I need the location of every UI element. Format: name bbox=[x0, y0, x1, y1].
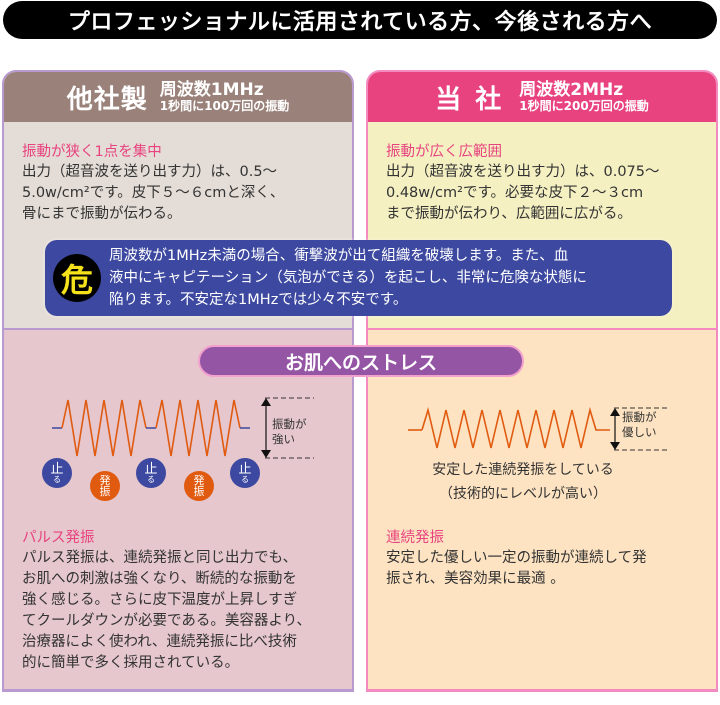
skin-stress-title: お肌へのストレス bbox=[284, 351, 437, 374]
strong-amplitude-label: 振動が 強い bbox=[272, 417, 307, 446]
danger-text: 周波数が1MHz未満の場合、衝撃波が出て組織を破壊します。また、血 液中にキャピ… bbox=[109, 248, 587, 308]
mode-line: パルス発振は、連続発振と同じ出力でも、 bbox=[22, 550, 298, 566]
feature-line: 5.0w/cm²です。皮下５～６cmと深く、 bbox=[22, 185, 285, 201]
continuous-mode-title: 連続発振 bbox=[386, 530, 444, 546]
competitor-feature-body: 出力（超音波を送り出す力）は、0.5～ 5.0w/cm²です。皮下５～６cmと深… bbox=[22, 162, 342, 225]
feature-line: まで振動が伝わり、広範囲に広がる。 bbox=[386, 206, 632, 222]
mode-line: お肌への刺激は強くなり、断続的な振動を bbox=[22, 571, 297, 587]
our-feature-body: 出力（超音波を送り出す力）は、0.075～ 0.48w/cm²です。必要な皮下２… bbox=[386, 162, 706, 225]
competitor-stress-section: 振動が 強い 止る 発振 止る 発振 止る パルス発振 パルス発振は、連続発振と… bbox=[4, 330, 352, 689]
mode-line: てクールダウンが必要である。美容器より、 bbox=[22, 613, 311, 629]
danger-icon: 危 bbox=[53, 254, 101, 302]
gentle-amplitude-label: 振動が 優しい bbox=[622, 410, 657, 439]
oscillate-badge: 発振 bbox=[90, 471, 120, 501]
competitor-name: 他社製 bbox=[66, 84, 148, 115]
competitor-feature-title: 振動が狭く1点を集中 bbox=[22, 144, 162, 160]
competitor-frequency: 周波数1MHz bbox=[159, 80, 264, 101]
our-vibration-rate: 1秒間に200万回の振動 bbox=[519, 98, 649, 113]
competitor-header: 他社製 周波数1MHz 1秒間に100万回の振動 bbox=[4, 72, 352, 122]
mode-line: 強く感じる。さらに皮下温度が上昇しすぎ bbox=[22, 592, 298, 608]
mode-line: 的に簡単で多く採用されている。 bbox=[22, 655, 240, 671]
feature-line: 骨にまで振動が伝わる。 bbox=[22, 206, 182, 222]
our-product-panel: 当社 周波数2MHz 1秒間に200万回の振動 振動が広く広範囲 出力（超音波を… bbox=[366, 70, 718, 692]
oscillate-badge: 発振 bbox=[184, 471, 214, 501]
stop-badge: 止る bbox=[230, 458, 260, 488]
page-banner: プロフェッショナルに活用されている方、今後される方へ bbox=[3, 1, 717, 39]
our-product-name: 当社 bbox=[435, 84, 516, 115]
banner-title: プロフェッショナルに活用されている方、今後される方へ bbox=[67, 10, 653, 35]
stop-badge: 止る bbox=[42, 458, 72, 488]
mode-line: 安定した優しい一定の振動が連続して発 bbox=[386, 550, 647, 566]
pulse-mode-body: パルス発振は、連続発振と同じ出力でも、 お肌への刺激は強くなり、断続的な振動を … bbox=[22, 548, 342, 674]
continuous-mode-body: 安定した優しい一定の振動が連続して発 振され、美容効果に最適 。 bbox=[386, 548, 706, 590]
feature-line: 0.48w/cm²です。必要な皮下２～３cm bbox=[386, 185, 644, 201]
stop-badge: 止る bbox=[136, 458, 166, 488]
mode-line: 振され、美容効果に最適 。 bbox=[386, 571, 565, 587]
mode-line: 治療器によく使われ、連続発振に比べ技術 bbox=[22, 634, 297, 650]
continuous-wave-diagram bbox=[408, 406, 668, 451]
our-frequency: 周波数2MHz bbox=[519, 80, 624, 101]
skin-stress-heading: お肌へのストレス bbox=[198, 345, 524, 377]
pulse-mode-title: パルス発振 bbox=[22, 530, 95, 546]
pulse-wave-diagram bbox=[52, 397, 314, 459]
feature-line: 出力（超音波を送り出す力）は、0.075～ bbox=[386, 164, 660, 180]
continuous-caption: 安定した連続発振をしている （技術的にレベルが高い） bbox=[432, 462, 614, 502]
our-product-header: 当社 周波数2MHz 1秒間に200万回の振動 bbox=[368, 72, 716, 122]
competitor-vibration-rate: 1秒間に100万回の振動 bbox=[159, 98, 290, 113]
our-feature-title: 振動が広く広範囲 bbox=[386, 144, 502, 160]
feature-line: 出力（超音波を送り出す力）は、0.5～ bbox=[22, 164, 278, 180]
danger-callout: 危 周波数が1MHz未満の場合、衝撃波が出て組織を破壊します。また、血 液中にキ… bbox=[45, 240, 672, 316]
competitor-panel: 他社製 周波数1MHz 1秒間に100万回の振動 振動が狭く1点を集中 出力（超… bbox=[2, 70, 354, 692]
our-stress-section: 振動が 優しい 安定した連続発振をしている （技術的にレベルが高い） 連続発振 … bbox=[368, 330, 716, 689]
